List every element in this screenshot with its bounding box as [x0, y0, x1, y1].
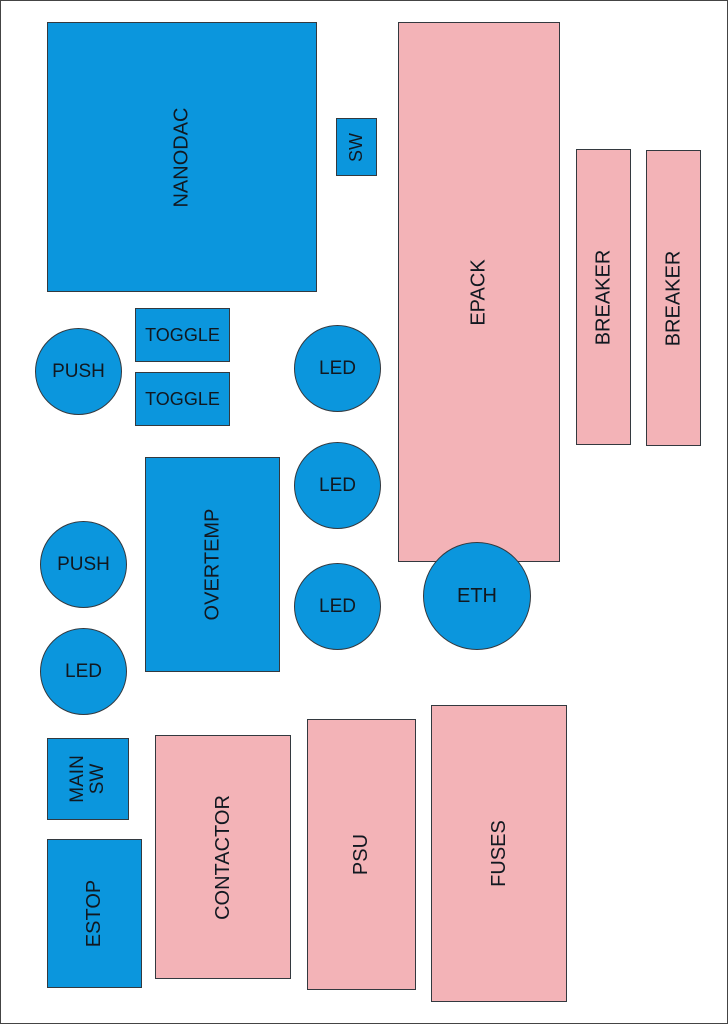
breaker-1-label: BREAKER: [592, 249, 614, 345]
eth-port-label: ETH: [457, 584, 497, 607]
push-button-1: PUSH: [35, 328, 122, 415]
breaker-block-2: BREAKER: [646, 150, 701, 446]
sw-block: SW: [336, 118, 377, 176]
overtemp-label: OVERTEMP: [201, 508, 223, 621]
sw-label: SW: [346, 132, 367, 162]
led-indicator-2: LED: [294, 442, 381, 529]
led-indicator-1: LED: [294, 325, 381, 412]
toggle-switch-1-label: TOGGLE: [145, 324, 220, 345]
led-indicator-4-label: LED: [319, 595, 356, 617]
led-indicator-3-label: LED: [65, 660, 102, 682]
breaker-2-label: BREAKER: [662, 250, 684, 346]
nanodac-block: NANODAC: [47, 22, 317, 292]
estop-block: ESTOP: [47, 839, 142, 988]
led-indicator-2-label: LED: [319, 474, 356, 496]
toggle-switch-1: TOGGLE: [135, 308, 230, 362]
led-indicator-1-label: LED: [319, 357, 356, 379]
main-switch-block: MAIN SW: [47, 738, 129, 820]
epack-block: EPACK: [398, 22, 560, 562]
fuses-label: FUSES: [487, 820, 510, 887]
eth-port: ETH: [423, 542, 531, 650]
epack-label: EPACK: [467, 258, 490, 326]
psu-label: PSU: [350, 833, 372, 876]
toggle-switch-2-label: TOGGLE: [145, 388, 220, 409]
overtemp-block: OVERTEMP: [145, 457, 280, 672]
contactor-label: CONTACTOR: [211, 794, 234, 920]
toggle-switch-2: TOGGLE: [135, 372, 230, 426]
push-button-2: PUSH: [40, 521, 127, 608]
fuses-block: FUSES: [431, 705, 567, 1002]
psu-block: PSU: [307, 719, 416, 990]
led-indicator-4: LED: [294, 563, 381, 650]
estop-label: ESTOP: [83, 879, 105, 948]
nanodac-label: NANODAC: [170, 106, 193, 208]
push-button-1-label: PUSH: [52, 360, 105, 382]
breaker-block-1: BREAKER: [576, 149, 631, 445]
push-button-2-label: PUSH: [57, 553, 110, 575]
led-indicator-3: LED: [40, 628, 127, 715]
contactor-block: CONTACTOR: [155, 735, 291, 979]
main-switch-label: MAIN SW: [67, 755, 108, 803]
